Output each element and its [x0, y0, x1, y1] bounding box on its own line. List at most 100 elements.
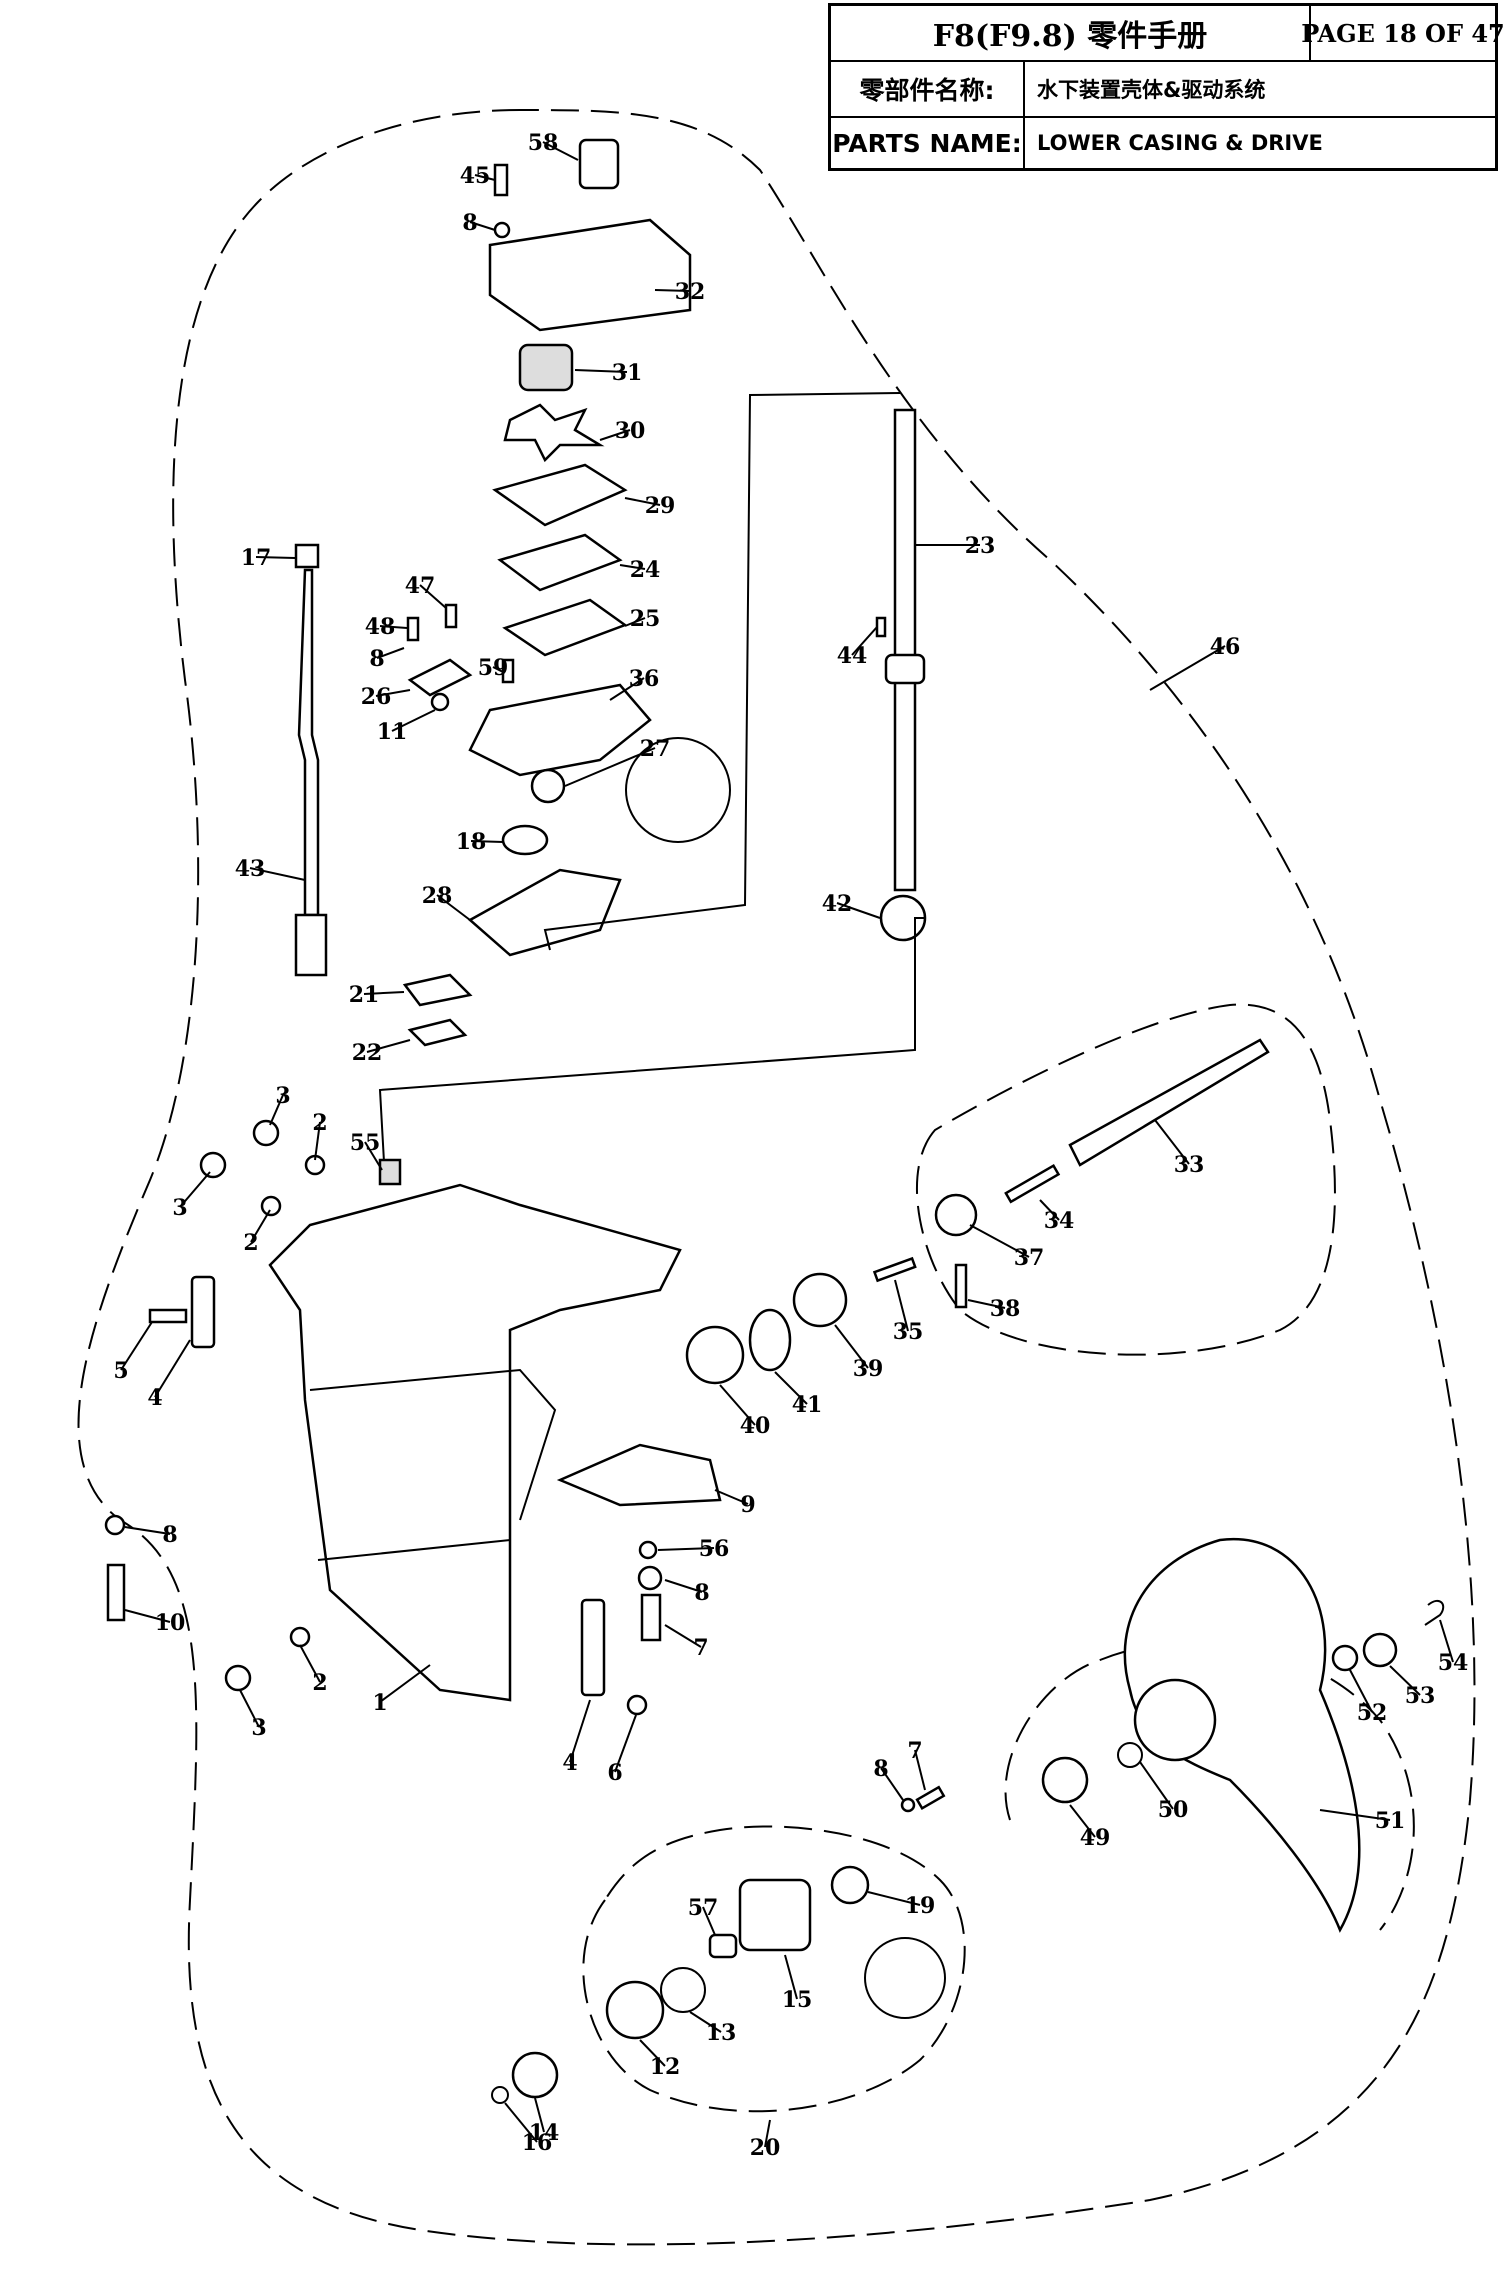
part-13-oring: [660, 1967, 706, 2013]
callout-27: 27: [640, 736, 671, 762]
en-label: PARTS NAME:: [831, 118, 1025, 168]
callout-58: 58: [528, 130, 559, 156]
callout-7-1: 7: [907, 1738, 922, 1764]
part-33-prop-shaft: [1068, 1038, 1270, 1167]
callout-14: 14: [529, 2120, 560, 2146]
leader-line-8-2: [376, 647, 405, 659]
leader-line-8-3: [124, 1526, 171, 1535]
part-31-insert: [518, 343, 574, 392]
leader-line-1: [379, 1664, 431, 1703]
callout-18: 18: [456, 829, 487, 855]
callout-8-5: 8: [873, 1756, 888, 1782]
callout-40: 40: [740, 1413, 771, 1439]
leader-line-41: [774, 1371, 808, 1405]
leader-line-16: [504, 2102, 538, 2143]
part-19-detail: [864, 1937, 946, 2019]
callout-6: 6: [607, 1760, 622, 1786]
group-outline-46: [77, 108, 1476, 2246]
callout-24: 24: [630, 557, 661, 583]
callout-55: 55: [350, 1130, 381, 1156]
leader-line-28: [436, 894, 471, 921]
leader-line-15: [784, 1954, 798, 2000]
leader-line-32: [654, 289, 691, 292]
part-48-bolt: [406, 616, 420, 642]
leader-line-48: [379, 625, 408, 629]
callout-43: 43: [235, 856, 266, 882]
part-2-washer-c: [289, 1626, 311, 1648]
part-58-sleeve: [578, 138, 620, 190]
leader-line-30: [599, 429, 631, 441]
callout-9: 9: [740, 1492, 755, 1518]
callout-28: 28: [422, 883, 453, 909]
callout-34: 34: [1044, 1208, 1075, 1234]
part-8-washer-mid: [104, 1514, 126, 1536]
part-26-plate: [407, 658, 473, 697]
leader-line-26: [375, 689, 411, 697]
callout-labels: 1222333445677888889101112131415161718192…: [113, 130, 1468, 2161]
leader-line-44: [851, 626, 878, 656]
part-23-bearing: [884, 653, 926, 685]
part-19-seal: [830, 1865, 870, 1905]
leader-line-2-2: [250, 1209, 271, 1243]
part-51-hub: [1133, 1678, 1217, 1762]
callout-10: 10: [155, 1610, 186, 1636]
leader-line-25: [624, 617, 646, 627]
leader-line-35: [894, 1279, 909, 1332]
callout-29: 29: [645, 493, 676, 519]
callout-12: 12: [650, 2054, 681, 2080]
leader-line-54: [1439, 1619, 1454, 1663]
leader-line-39: [834, 1324, 869, 1369]
leader-line-55: [364, 1141, 383, 1171]
leader-line-36: [609, 677, 645, 701]
callout-33: 33: [1174, 1152, 1205, 1178]
callout-30: 30: [615, 418, 646, 444]
callout-22: 22: [352, 1040, 383, 1066]
part-22-block: [407, 1018, 468, 1047]
leader-line-17: [255, 556, 296, 559]
part-29-gasket: [492, 463, 628, 527]
leader-line-8-1: [469, 221, 496, 231]
part-5-bolt: [148, 1308, 188, 1324]
callout-41: 41: [792, 1392, 823, 1418]
part-1-lower-casing: [268, 1183, 682, 1702]
leader-line-2-3: [299, 1644, 321, 1683]
part-3-plug-c: [224, 1664, 252, 1692]
leader-line-46: [1149, 645, 1226, 691]
callout-37: 37: [1014, 1245, 1045, 1271]
leader-line-38: [967, 1299, 1006, 1309]
part-15-bearing-housing: [738, 1878, 812, 1952]
part-54-cotter-pin: [1424, 1599, 1445, 1626]
part-32-pump-housing: [488, 218, 692, 332]
part-39-gear: [792, 1272, 848, 1328]
leader-line-58: [542, 141, 579, 161]
callout-44: 44: [837, 643, 868, 669]
part-16-ring: [491, 2086, 509, 2104]
leader-line-45: [474, 174, 496, 181]
part-27-detail: [625, 737, 731, 843]
part-30-impeller: [503, 403, 605, 463]
part-36-pump-base: [468, 683, 652, 777]
leader-line-53: [1389, 1665, 1421, 1696]
part-17-nut: [294, 543, 320, 569]
callout-51: 51: [1375, 1808, 1406, 1834]
leader-line-56: [657, 1547, 715, 1551]
callout-8-2: 8: [369, 646, 384, 672]
leader-line-11: [391, 709, 436, 732]
callout-4-2: 4: [562, 1750, 577, 1776]
part-8-washer-low: [637, 1565, 663, 1591]
part-4-plate-top: [190, 1275, 216, 1349]
manual-title: F8(F9.8) 零件手册: [831, 6, 1311, 60]
callout-52: 52: [1357, 1700, 1388, 1726]
leader-line-5: [120, 1321, 153, 1371]
leader-line-22: [366, 1039, 411, 1053]
callout-3-3: 3: [251, 1715, 266, 1741]
callout-15: 15: [782, 1987, 813, 2013]
leader-line-47: [419, 584, 447, 609]
callout-25: 25: [630, 606, 661, 632]
callout-38: 38: [990, 1296, 1021, 1322]
part-47-bolt: [444, 603, 458, 629]
callout-8-3: 8: [162, 1522, 177, 1548]
leader-line-18: [470, 840, 504, 843]
part-51-propeller: [1123, 1537, 1361, 1933]
